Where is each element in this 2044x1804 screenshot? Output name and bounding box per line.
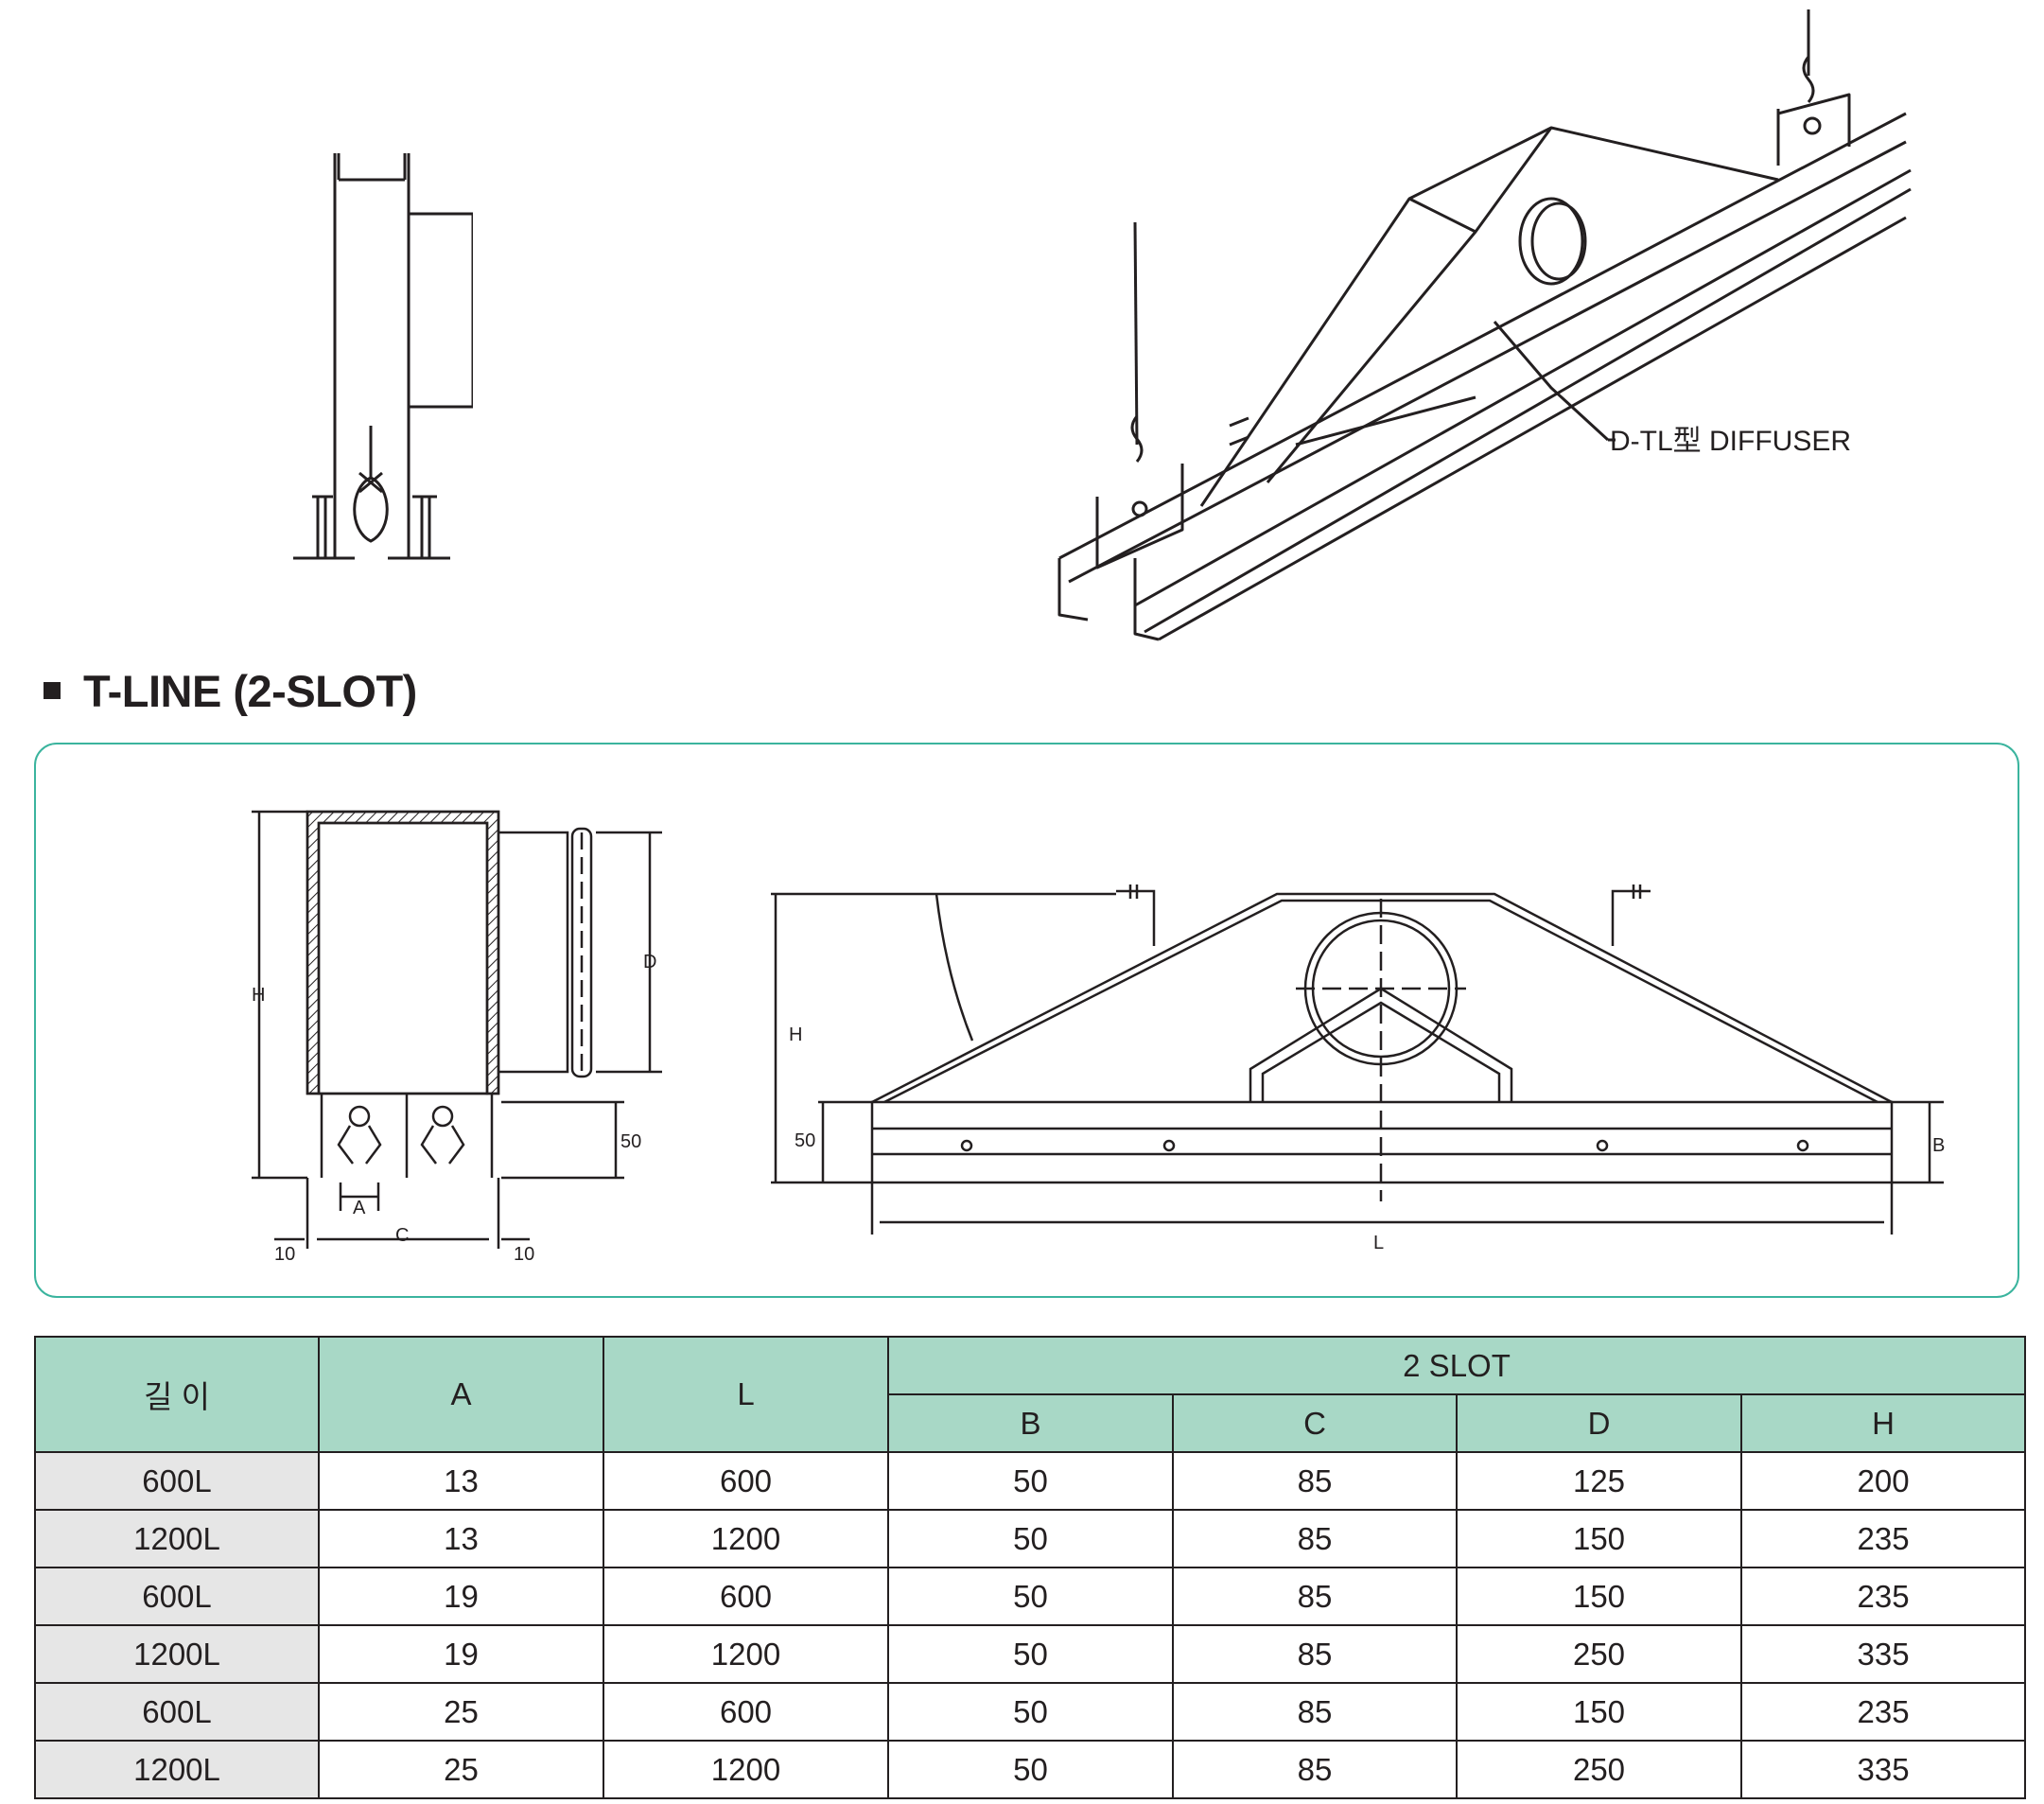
header-d: D: [1456, 1393, 1742, 1453]
table-row: 1200L 13 1200 50 85 150 235: [34, 1509, 2027, 1568]
cell-a: 13: [318, 1509, 604, 1568]
cell-d: 250: [1456, 1740, 1742, 1799]
header-h: H: [1739, 1393, 2027, 1453]
section-heading: T-LINE (2-SLOT): [44, 662, 417, 719]
cell-d: 150: [1456, 1682, 1742, 1742]
cell-a: 19: [318, 1567, 604, 1626]
side-dim-d: D: [643, 952, 656, 972]
front-dim-l: L: [1373, 1233, 1384, 1253]
cell-h: 200: [1739, 1451, 2027, 1511]
cell-h: 235: [1739, 1567, 2027, 1626]
header-length: 길 이: [34, 1336, 320, 1453]
cell-length: 1200L: [34, 1740, 320, 1799]
cell-c: 85: [1172, 1451, 1458, 1511]
square-bullet-icon: [44, 682, 61, 699]
side-dim-a: A: [353, 1198, 366, 1218]
cell-l: 600: [603, 1682, 889, 1742]
cell-a: 19: [318, 1624, 604, 1684]
cell-l: 600: [603, 1567, 889, 1626]
side-view-sketch: [293, 153, 473, 560]
table-row: 600L 25 600 50 85 150 235: [34, 1682, 2027, 1742]
cell-b: 50: [887, 1740, 1174, 1799]
cell-c: 85: [1172, 1509, 1458, 1568]
cell-b: 50: [887, 1682, 1174, 1742]
cell-l: 1200: [603, 1509, 889, 1568]
cell-h: 335: [1739, 1740, 2027, 1799]
cell-b: 50: [887, 1451, 1174, 1511]
cell-c: 85: [1172, 1682, 1458, 1742]
cell-length: 1200L: [34, 1509, 320, 1568]
cell-c: 85: [1172, 1567, 1458, 1626]
table-row: 1200L 25 1200 50 85 250 335: [34, 1740, 2027, 1799]
side-dim-c: C: [395, 1225, 409, 1246]
section-title: T-LINE (2-SLOT): [83, 665, 417, 716]
section-side-view: H D 50 A C 10 10: [252, 810, 662, 1265]
side-dim-10-left: 10: [274, 1244, 295, 1265]
cell-d: 250: [1456, 1624, 1742, 1684]
table-header-row: 길 이 A L 2 SLOT: [34, 1336, 2027, 1453]
side-dim-50: 50: [620, 1131, 641, 1152]
front-dim-50: 50: [795, 1130, 815, 1151]
cell-l: 1200: [603, 1624, 889, 1684]
cell-b: 50: [887, 1567, 1174, 1626]
cell-d: 150: [1456, 1567, 1742, 1626]
spec-table: 길 이 A L 2 SLOT B C D H 600L 13 600 50 85…: [34, 1336, 2027, 1799]
cell-l: 1200: [603, 1740, 889, 1799]
diffuser-callout: D-TL型 DIFFUSER: [1610, 426, 1851, 457]
cell-length: 600L: [34, 1682, 320, 1742]
table-subheader-row: B C D H: [35, 1393, 2027, 1453]
header-c: C: [1172, 1393, 1458, 1453]
side-dim-10-right: 10: [514, 1244, 534, 1265]
cell-c: 85: [1172, 1624, 1458, 1684]
section-front-view: H 50 B L: [771, 884, 1945, 1253]
cell-l: 600: [603, 1451, 889, 1511]
cell-a: 13: [318, 1451, 604, 1511]
header-2slot: 2 SLOT: [886, 1336, 2027, 1395]
cell-length: 600L: [34, 1451, 320, 1511]
cell-d: 150: [1456, 1509, 1742, 1568]
cell-c: 85: [1172, 1740, 1458, 1799]
cell-d: 125: [1456, 1451, 1742, 1511]
cell-h: 235: [1739, 1509, 2027, 1568]
cell-a: 25: [318, 1740, 604, 1799]
table-row: 600L 13 600 50 85 125 200: [34, 1451, 2027, 1511]
table-row: 600L 19 600 50 85 150 235: [34, 1567, 2027, 1626]
side-dim-h: H: [252, 985, 265, 1006]
cell-h: 335: [1739, 1624, 2027, 1684]
header-l: L: [603, 1336, 889, 1453]
cell-a: 25: [318, 1682, 604, 1742]
header-b: B: [887, 1393, 1174, 1453]
cell-length: 1200L: [34, 1624, 320, 1684]
header-a: A: [318, 1336, 604, 1453]
drawing-panel: [34, 743, 2019, 1298]
cell-length: 600L: [34, 1567, 320, 1626]
isometric-sketch: D-TL型 DIFFUSER: [1057, 9, 1912, 641]
cell-b: 50: [887, 1509, 1174, 1568]
front-dim-b: B: [1932, 1135, 1945, 1156]
front-dim-h: H: [789, 1025, 802, 1045]
table-row: 1200L 19 1200 50 85 250 335: [34, 1624, 2027, 1684]
cell-h: 235: [1739, 1682, 2027, 1742]
cell-b: 50: [887, 1624, 1174, 1684]
